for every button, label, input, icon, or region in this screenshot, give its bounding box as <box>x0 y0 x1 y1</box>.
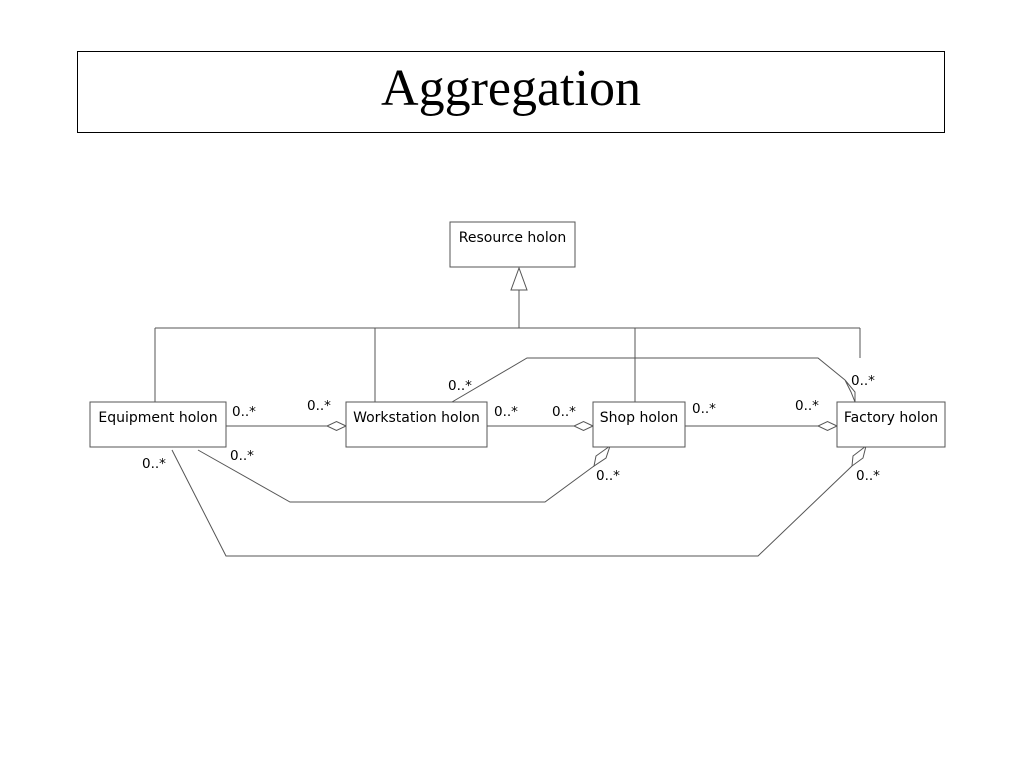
aggregation-diamond <box>593 444 611 468</box>
multiplicity-labels: 0..* 0..* 0..* 0..* 0..* 0..* 0..* 0..* … <box>142 373 880 484</box>
class-resource-holon[interactable]: Resource holon <box>449 221 576 268</box>
title-box: Aggregation <box>77 51 945 133</box>
aggregation-workstation-factory <box>451 357 856 403</box>
aggregation-equipment-shop <box>197 444 611 503</box>
aggregation-diamond <box>844 379 856 403</box>
multiplicity-label: 0..* <box>448 378 472 394</box>
class-workstation-holon[interactable]: Workstation holon <box>345 401 488 448</box>
class-name: Resource holon <box>459 230 566 246</box>
aggregation-equipment-factory <box>171 444 867 557</box>
multiplicity-label: 0..* <box>552 404 576 420</box>
multiplicity-label: 0..* <box>851 373 875 389</box>
multiplicity-label: 0..* <box>232 404 256 420</box>
slide-title: Aggregation <box>381 60 641 117</box>
generalization-arrowhead <box>510 266 528 291</box>
class-equipment-holon[interactable]: Equipment holon <box>89 401 227 448</box>
multiplicity-label: 0..* <box>596 468 620 484</box>
aggregation-shop-factory <box>685 420 839 432</box>
aggregation-diamond <box>851 444 867 468</box>
class-factory-holon[interactable]: Factory holon <box>836 401 946 448</box>
multiplicity-label: 0..* <box>795 398 819 414</box>
multiplicity-label: 0..* <box>307 398 331 414</box>
multiplicity-label: 0..* <box>142 456 166 472</box>
multiplicity-label: 0..* <box>494 404 518 420</box>
class-name: Equipment holon <box>98 410 217 426</box>
generalization-connector <box>154 290 861 402</box>
multiplicity-label: 0..* <box>692 401 716 417</box>
aggregation-equipment-workstation <box>226 420 348 432</box>
multiplicity-label: 0..* <box>230 448 254 464</box>
aggregation-diamond <box>325 420 348 432</box>
class-name: Shop holon <box>600 410 678 426</box>
class-name: Factory holon <box>844 410 938 426</box>
aggregation-diamond <box>816 420 839 432</box>
aggregation-workstation-shop <box>487 420 595 432</box>
class-shop-holon[interactable]: Shop holon <box>592 401 686 448</box>
multiplicity-label: 0..* <box>856 468 880 484</box>
class-name: Workstation holon <box>353 410 480 426</box>
aggregation-diamond <box>572 420 595 432</box>
